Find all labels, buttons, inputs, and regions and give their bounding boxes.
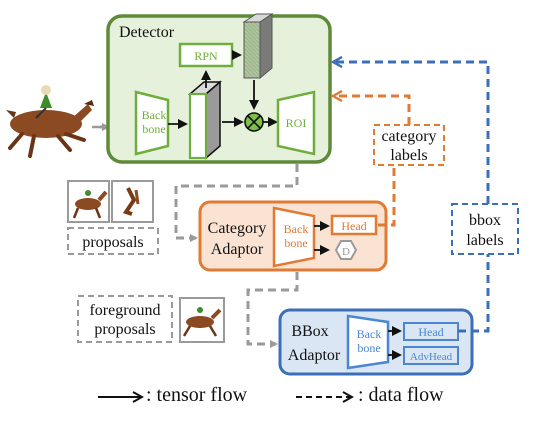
category-labels-line2: labels: [390, 147, 427, 164]
bbox-adaptor-title-line1: BBox: [291, 323, 328, 340]
feature-map-front: [188, 92, 208, 160]
horse-leg-thumbnail-icon: [122, 187, 140, 216]
discriminator-hexagon: [334, 240, 358, 260]
horse-thumbnail-icon: [72, 190, 108, 219]
legend-tensor-flow-label: : tensor flow: [146, 384, 248, 406]
detector-backbone-line2: bone: [142, 122, 165, 136]
detector-to-category-adaptor-flow: [174, 164, 299, 242]
roi-block: [276, 90, 316, 156]
category-labels-to-detector-flow: [334, 96, 411, 125]
category-adaptor-title-line2: Adaptor: [211, 241, 264, 258]
roi-label: ROI: [286, 116, 307, 130]
detector-title: Detector: [119, 24, 175, 41]
category-head-to-labels-flow: [378, 163, 396, 227]
proposal-map-front: [243, 21, 261, 79]
proposals-label-box: [67, 227, 159, 255]
bbox-labels-line1: bbox: [469, 212, 501, 229]
category-head-box: [330, 214, 378, 236]
category-backbone-line2: bone: [284, 236, 307, 250]
foreground-proposals-line1: foreground: [89, 302, 160, 319]
bbox-backbone-line2: bone: [357, 341, 380, 355]
proposals-label: proposals: [82, 234, 143, 251]
category-backbone-line1: Back: [284, 222, 309, 236]
bbox-adaptor-title-line2: Adaptor: [288, 347, 341, 364]
category-adaptor-title-line1: Category: [208, 220, 267, 237]
category-backbone-block: [272, 206, 316, 268]
horse-rider-icon: [6, 85, 94, 158]
rpn-label: RPN: [194, 49, 218, 63]
bbox-backbone-line1: Back: [357, 327, 382, 341]
bbox-advhead-box: [403, 346, 459, 365]
proposal-map-side: [259, 13, 273, 80]
category-to-bbox-adaptor-flow: [246, 272, 299, 348]
category-head-label: Head: [341, 219, 366, 233]
bbox-head-label: Head: [418, 325, 443, 339]
foreground-proposals-line2: proposals: [94, 321, 155, 338]
bbox-advhead-label: AdvHead: [410, 351, 453, 363]
category-labels-line1: category: [381, 128, 436, 145]
detector-backbone-line1: Back: [142, 108, 167, 122]
foreground-horse-icon: [182, 307, 222, 337]
bbox-labels-box: [451, 203, 519, 255]
tensor-multiply-cross: [247, 115, 261, 129]
category-labels-box: [373, 124, 445, 166]
detector-backbone-block: [134, 90, 170, 156]
feature-map-side: [205, 80, 221, 160]
discriminator-label: D: [342, 246, 350, 258]
bbox-backbone-block: [346, 314, 390, 370]
bbox-head-to-labels-flow: [458, 254, 490, 333]
bbox-labels-line2: labels: [466, 232, 503, 249]
legend-data-flow-label: : data flow: [358, 384, 444, 406]
foreground-proposals-label-box: [77, 295, 173, 343]
